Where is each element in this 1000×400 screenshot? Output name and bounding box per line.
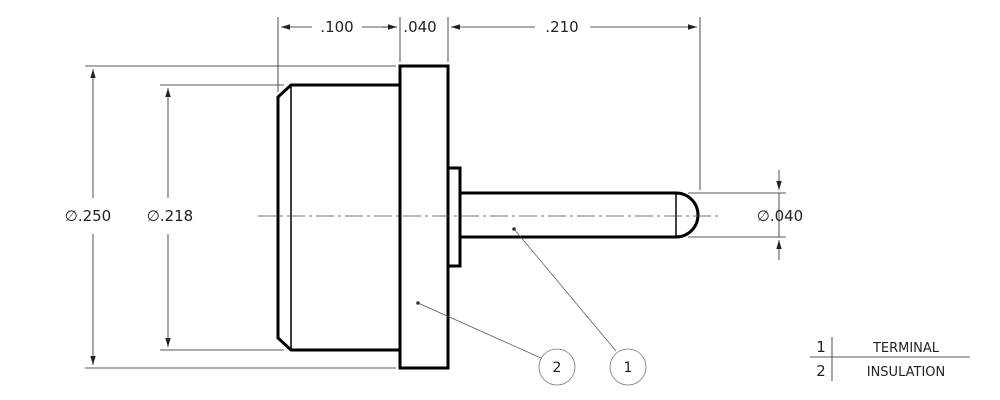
insulation-body xyxy=(276,83,402,352)
balloon-1-number: 1 xyxy=(624,360,633,376)
bom-row-1-description: TERMINAL xyxy=(872,341,940,356)
part-insulation xyxy=(276,64,450,370)
dim-flange-thickness: .040 xyxy=(403,18,436,36)
balloon-item-1: 1 xyxy=(609,348,647,386)
part-terminal xyxy=(446,166,700,268)
dim-body-diameter: ∅.218 xyxy=(147,207,193,225)
bill-of-materials: 1 TERMINAL 2 INSULATION xyxy=(810,337,970,381)
dim-insulation-length: .100 xyxy=(320,18,353,36)
bom-row-2-item: 2 xyxy=(816,362,826,380)
dim-outer-diameter: ∅.250 xyxy=(65,207,111,225)
dimension-lines xyxy=(85,17,786,369)
insulation-flange xyxy=(398,64,450,370)
bom-row-2-description: INSULATION xyxy=(867,365,945,380)
dim-pin-diameter: ∅.040 xyxy=(757,207,803,225)
terminal-pin xyxy=(458,191,700,239)
balloon-leaders xyxy=(416,227,617,359)
balloon-2-number: 2 xyxy=(553,360,562,376)
balloon-item-2: 2 xyxy=(538,348,576,386)
bom-row-1-item: 1 xyxy=(816,338,826,356)
dim-pin-length: .210 xyxy=(545,18,578,36)
terminal-shoulder xyxy=(446,166,462,268)
